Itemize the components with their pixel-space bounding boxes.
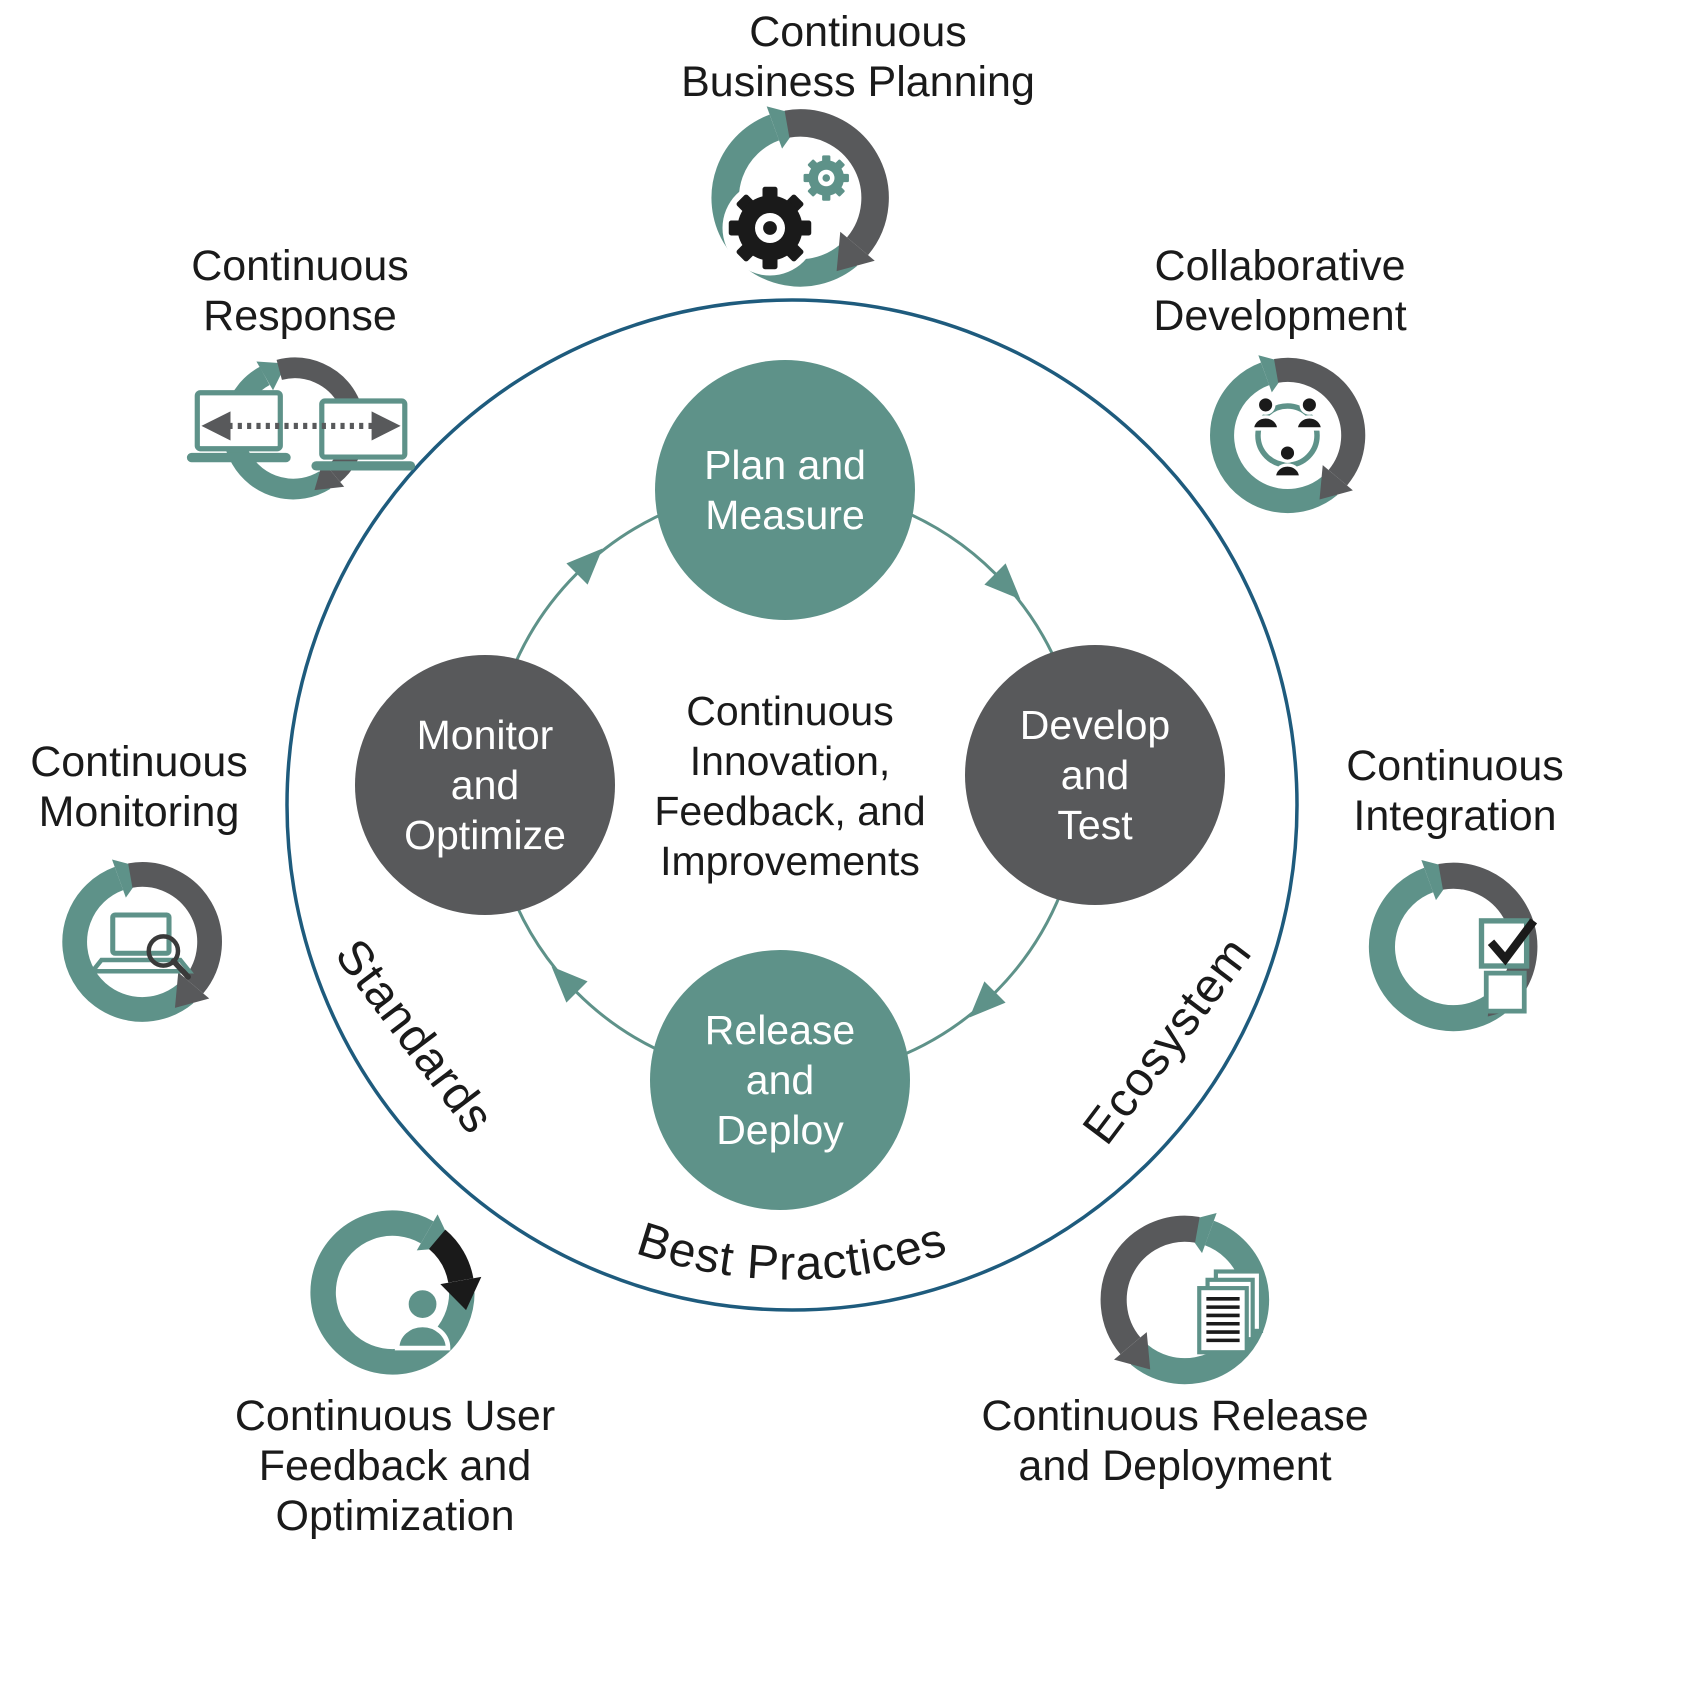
ring-word-ecosystem: Ecosystem <box>1073 927 1262 1154</box>
checkbox-icon <box>1478 918 1538 1014</box>
label-continuous-release-deployment: Continuous Release and Deployment <box>981 1392 1369 1490</box>
person-icon <box>1250 395 1281 431</box>
node-label: Develop and Test <box>1019 701 1171 848</box>
laptop-search-cycle-icon <box>62 859 222 1022</box>
label-continuous-monitoring: Continuous Monitoring <box>30 738 248 836</box>
person-icon <box>1294 395 1325 431</box>
cycle-center-caption: Continuous Innovation, Feedback, and Imp… <box>654 688 926 885</box>
label-continuous-user-feedback: Continuous User Feedback and Optimizatio… <box>234 1392 556 1540</box>
user-cycle-icon <box>310 1210 482 1375</box>
node-label: Release and Deploy <box>704 1006 856 1153</box>
node-develop-and-test: Develop and Test <box>965 645 1225 905</box>
small-gear-icon <box>803 155 849 201</box>
cycle-arrow-icon <box>969 981 1006 1018</box>
documents-cycle-icon <box>1100 1212 1270 1385</box>
label-continuous-integration: Continuous Integration <box>1346 742 1564 840</box>
outer-boundary-circle <box>285 298 1299 1312</box>
magnifier-icon <box>146 934 191 980</box>
user-icon <box>394 1285 451 1351</box>
person-icon <box>1272 443 1303 479</box>
cycle-arrows <box>551 548 1021 1018</box>
label-continuous-business-planning: Continuous Business Planning <box>681 8 1035 106</box>
gears-cycle-icon <box>711 106 889 287</box>
node-release-and-deploy: Release and Deploy <box>650 950 910 1210</box>
cycle-arrow-icon <box>566 548 603 585</box>
node-monitor-and-optimize: Monitor and Optimize <box>355 655 615 915</box>
large-gear-icon <box>722 180 818 276</box>
cycle-arrow-icon <box>551 966 588 1003</box>
laptop-icon <box>311 398 416 471</box>
cycle-arrow-icon <box>984 563 1021 600</box>
label-collaborative-development: Collaborative Development <box>1153 242 1407 340</box>
laptops-sync-cycle-icon <box>186 357 416 500</box>
ring-word-best-practices: Best Practices <box>631 1213 953 1291</box>
ring-word-standards: Standards <box>325 930 504 1144</box>
node-label: Monitor and Optimize <box>404 711 566 858</box>
laptop-icon <box>186 390 291 463</box>
node-plan-and-measure: Plan and Measure <box>655 360 915 620</box>
sync-arrow-icon <box>201 411 401 441</box>
checklist-cycle-icon <box>1368 859 1538 1032</box>
node-label: Plan and Measure <box>704 441 866 538</box>
documents-icon <box>1197 1269 1264 1355</box>
team-cycle-icon <box>1210 355 1366 514</box>
label-continuous-response: Continuous Response <box>191 242 409 340</box>
